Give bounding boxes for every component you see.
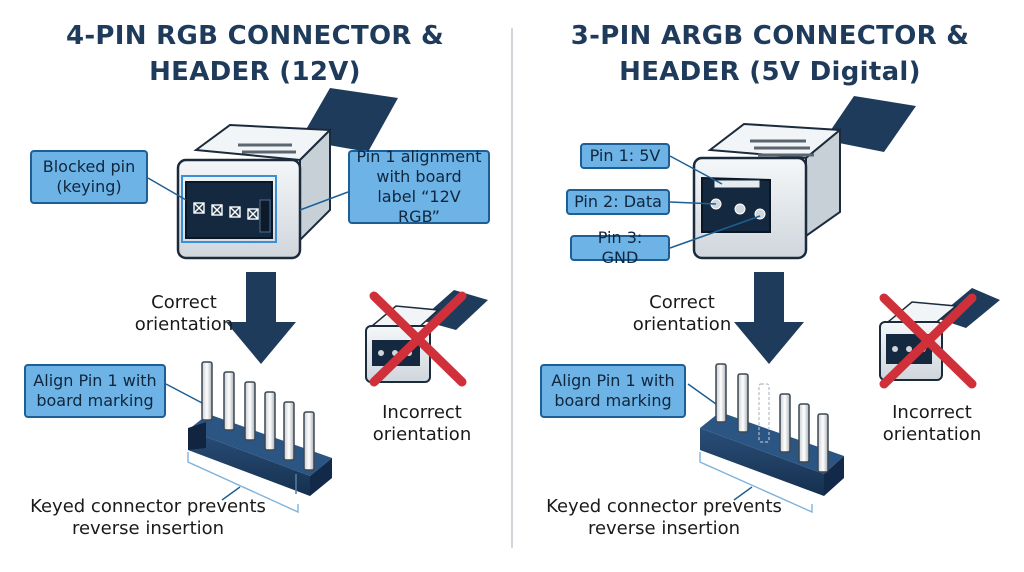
callout-pin2-data: Pin 2: Data bbox=[566, 189, 670, 215]
incorrect-orientation-label-left: Incorrect orientation bbox=[372, 402, 472, 445]
down-arrow-icon bbox=[226, 272, 296, 364]
callout-align-pin1-right: Align Pin 1 with board marking bbox=[540, 364, 686, 418]
rgb-4pin-connector-icon bbox=[176, 88, 398, 260]
keyed-note-right: Keyed connector prevents reverse inserti… bbox=[546, 496, 782, 539]
right-panel-title: 3-PIN ARGB CONNECTOR & HEADER (5V Digita… bbox=[570, 21, 970, 87]
callout-pin3-gnd: Pin 3: GND bbox=[570, 228, 670, 267]
red-x-icon-left bbox=[369, 291, 467, 387]
argb-3pin-connector-icon bbox=[692, 96, 916, 260]
callout-pin1-5v: Pin 1: 5V bbox=[580, 143, 670, 169]
panel-divider bbox=[511, 28, 513, 548]
correct-orientation-label-left: Correct orientation bbox=[134, 292, 234, 335]
incorrect-orientation-label-right: Incorrect orientation bbox=[882, 402, 982, 445]
red-x-icon-right bbox=[879, 293, 977, 389]
keyed-note-left: Keyed connector prevents reverse inserti… bbox=[30, 496, 266, 539]
down-arrow-icon-right bbox=[734, 272, 804, 364]
correct-orientation-label-right: Correct orientation bbox=[632, 292, 732, 335]
callout-pin1-alignment: Pin 1 alignment with board label “12V RG… bbox=[348, 147, 490, 226]
left-panel-title: 4-PIN RGB CONNECTOR & HEADER (12V) bbox=[65, 21, 445, 87]
callout-align-pin1-left: Align Pin 1 with board marking bbox=[24, 364, 166, 418]
callout-blocked-pin: Blocked pin (keying) bbox=[30, 150, 148, 204]
